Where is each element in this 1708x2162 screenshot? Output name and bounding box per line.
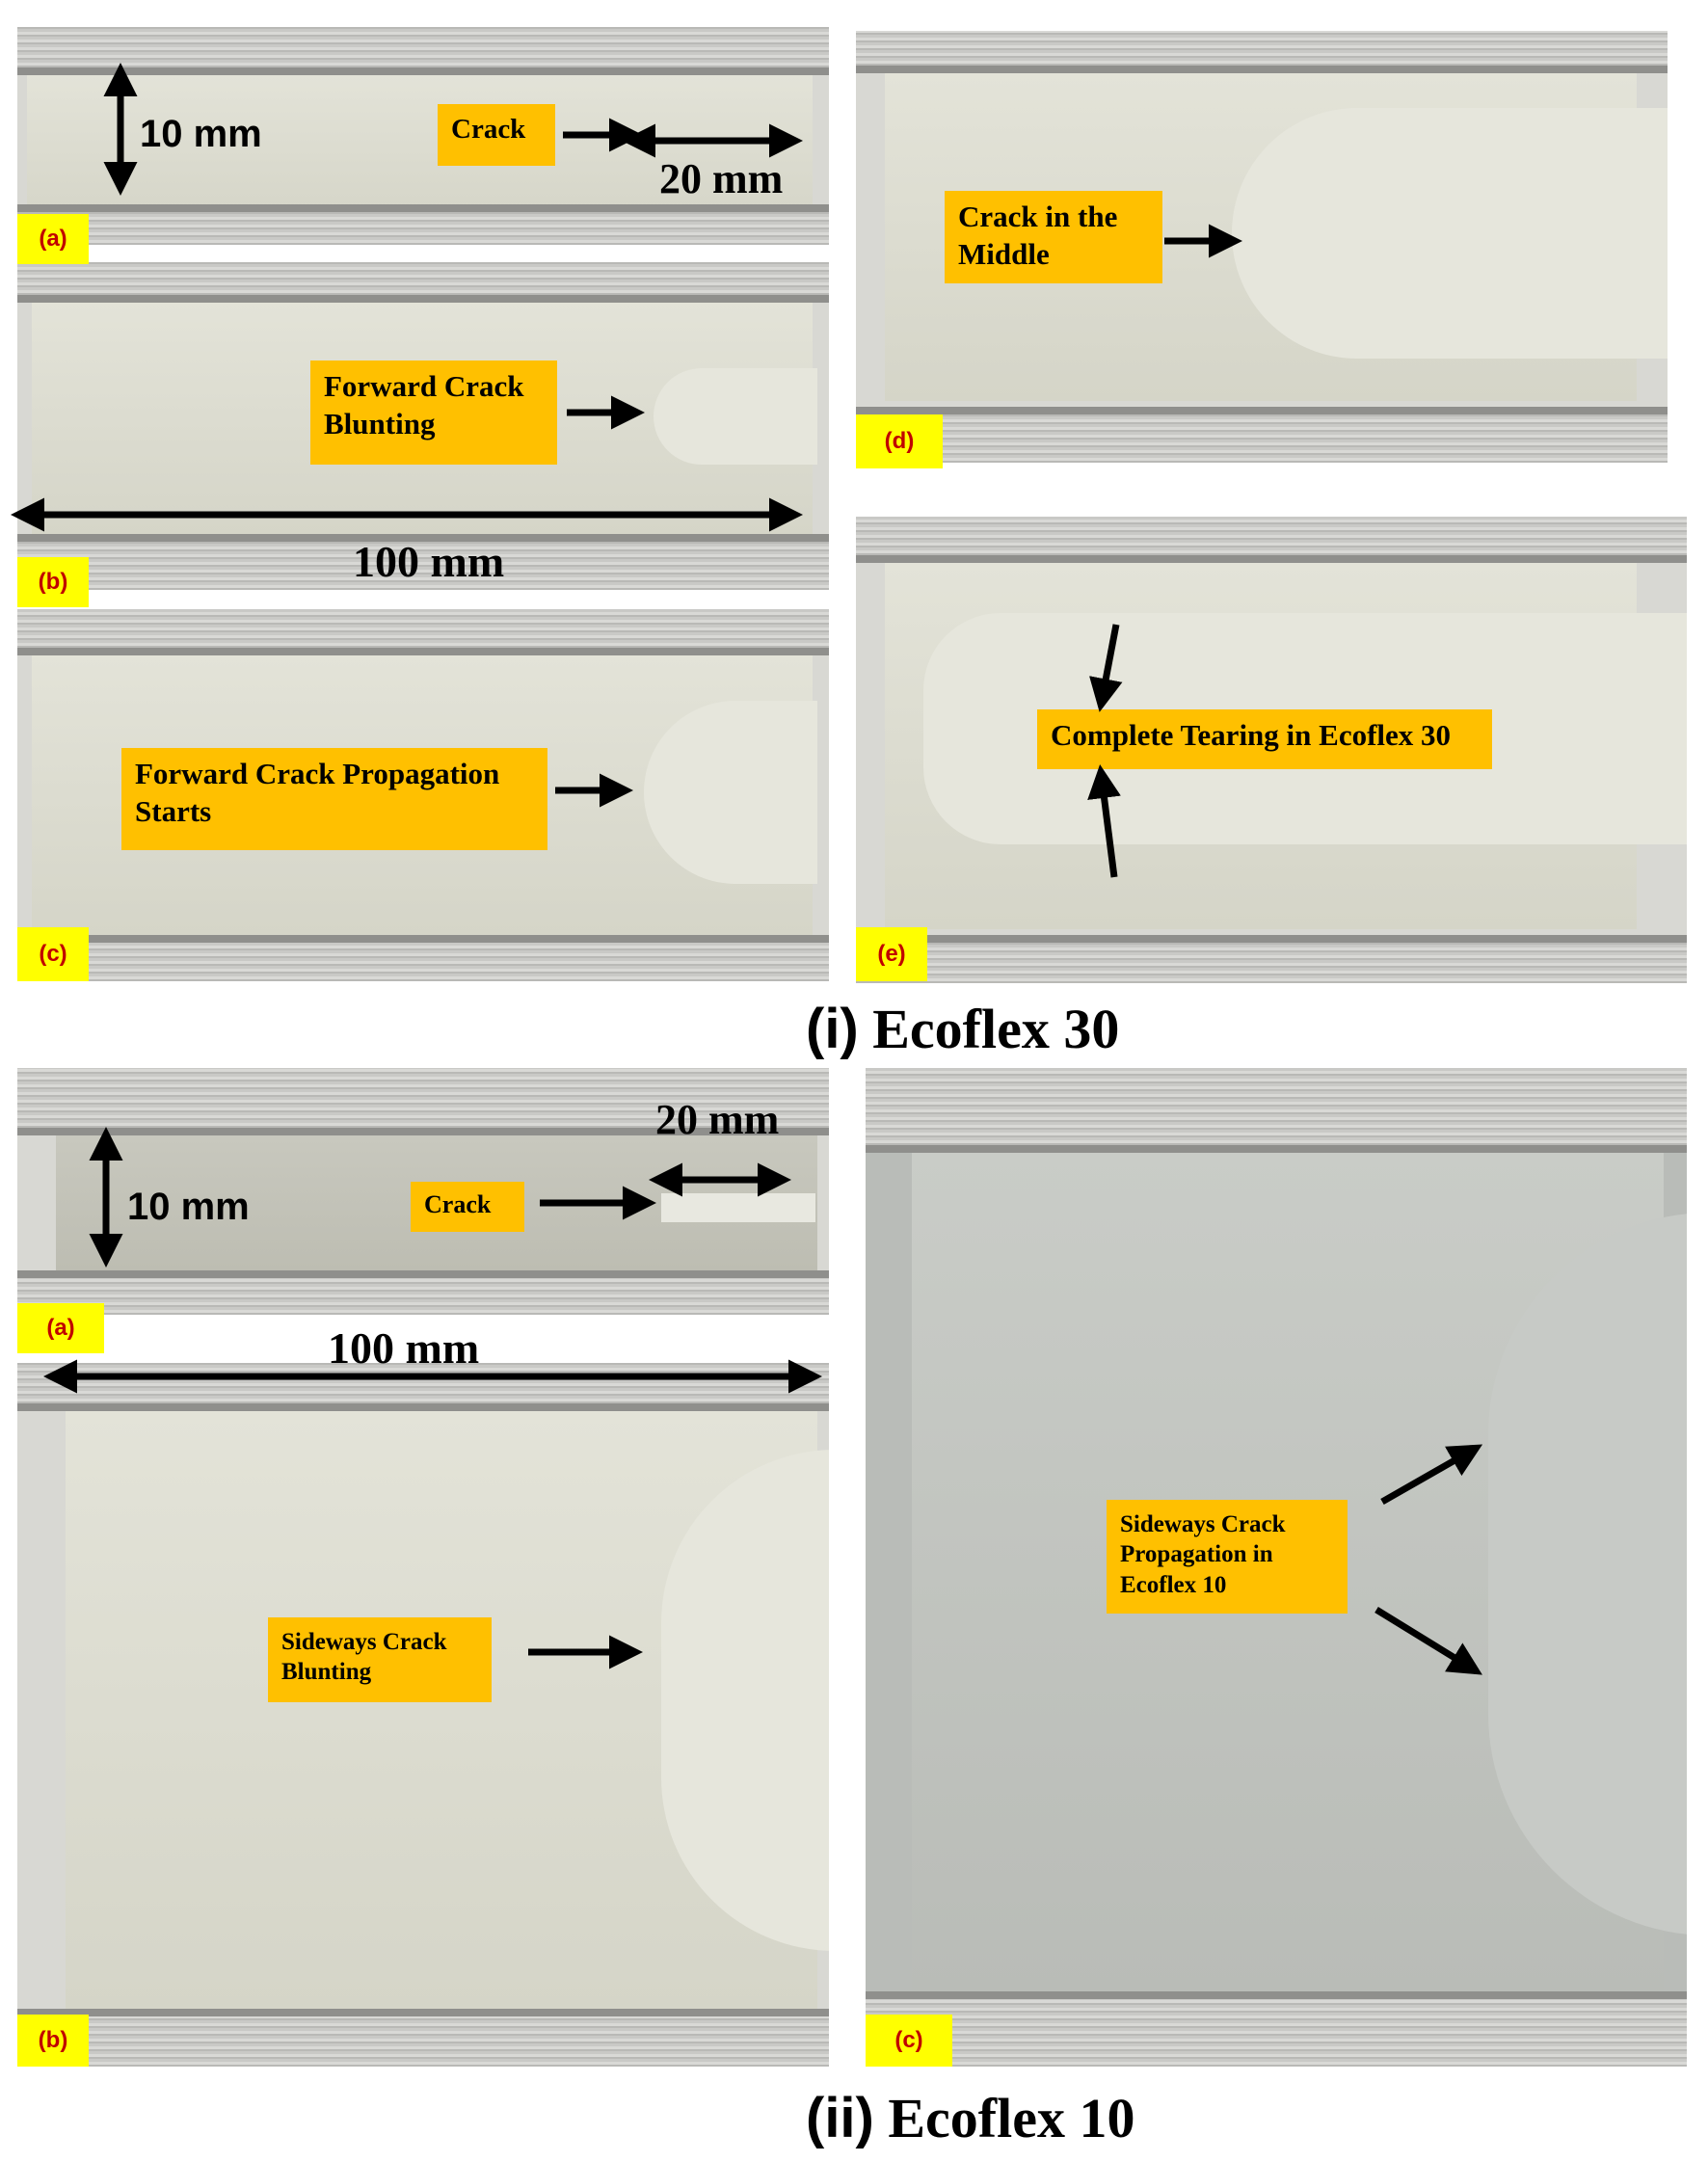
blunting-label-line1: Forward Crack bbox=[324, 369, 524, 403]
sideways-blunting-line2: Blunting bbox=[281, 1659, 372, 1686]
caption-ecoflex10-num: (ii) bbox=[806, 2087, 874, 2149]
panel-tag-i-b: (b) bbox=[17, 557, 89, 607]
photo-ecoflex10-c bbox=[866, 1068, 1687, 2067]
crack-label-text: Crack bbox=[424, 1190, 492, 1218]
caption-ecoflex30-text: Ecoflex 30 bbox=[872, 998, 1120, 1060]
panel-tag-i-a: (a) bbox=[17, 214, 89, 264]
sideways-propagation-line1: Sideways Crack bbox=[1120, 1511, 1286, 1537]
sideways-propagation-label-ii-c: Sideways Crack Propagation in Ecoflex 10 bbox=[1107, 1500, 1348, 1614]
panel-tag-ii-c: (c) bbox=[866, 2015, 952, 2067]
crack-label-i-a: Crack bbox=[438, 104, 555, 166]
propagation-label-line1: Forward Crack Propagation bbox=[135, 757, 500, 790]
dim-height-i-a: 10 mm bbox=[140, 113, 262, 155]
caption-ecoflex30-num: (i) bbox=[806, 998, 859, 1060]
sideways-blunting-line1: Sideways Crack bbox=[281, 1629, 447, 1655]
caption-ecoflex10: (ii) Ecoflex 10 bbox=[806, 2086, 1134, 2150]
dim-crack-i-a: 20 mm bbox=[659, 155, 784, 202]
photo-ecoflex30-b bbox=[17, 262, 829, 590]
tearing-label-text: Complete Tearing in Ecoflex 30 bbox=[1051, 718, 1452, 752]
panel-tag-i-e: (e) bbox=[856, 927, 927, 981]
middle-label-i-d: Crack in the Middle bbox=[945, 191, 1162, 283]
tearing-label-i-e: Complete Tearing in Ecoflex 30 bbox=[1037, 709, 1492, 769]
caption-ecoflex30: (i) Ecoflex 30 bbox=[806, 997, 1119, 1061]
dim-crack-ii-a: 20 mm bbox=[655, 1096, 780, 1143]
crack-label-text: Crack bbox=[451, 114, 526, 145]
blunting-label-line2: Blunting bbox=[324, 406, 436, 440]
dim-height-ii-a: 10 mm bbox=[127, 1186, 250, 1228]
panel-tag-i-c: (c) bbox=[17, 927, 89, 981]
middle-label-line1: Crack in the bbox=[958, 200, 1118, 233]
sideways-blunting-label-ii-b: Sideways Crack Blunting bbox=[268, 1617, 492, 1702]
propagation-label-line2: Starts bbox=[135, 793, 212, 828]
propagation-label-i-c: Forward Crack Propagation Starts bbox=[121, 748, 547, 850]
sideways-propagation-line2: Propagation in bbox=[1120, 1541, 1273, 1568]
dim-length-ii-b: 100 mm bbox=[328, 1323, 480, 1373]
photo-ecoflex10-b bbox=[17, 1363, 829, 2067]
panel-tag-ii-b: (b) bbox=[17, 2015, 89, 2067]
crack-label-ii-a: Crack bbox=[411, 1182, 524, 1232]
panel-tag-ii-a: (a) bbox=[17, 1303, 104, 1353]
sideways-propagation-line3: Ecoflex 10 bbox=[1120, 1571, 1227, 1598]
panel-tag-i-d: (d) bbox=[856, 414, 943, 468]
blunting-label-i-b: Forward Crack Blunting bbox=[310, 360, 557, 465]
caption-ecoflex10-text: Ecoflex 10 bbox=[888, 2087, 1135, 2149]
middle-label-line2: Middle bbox=[958, 236, 1050, 271]
dim-length-i-b: 100 mm bbox=[353, 537, 505, 586]
